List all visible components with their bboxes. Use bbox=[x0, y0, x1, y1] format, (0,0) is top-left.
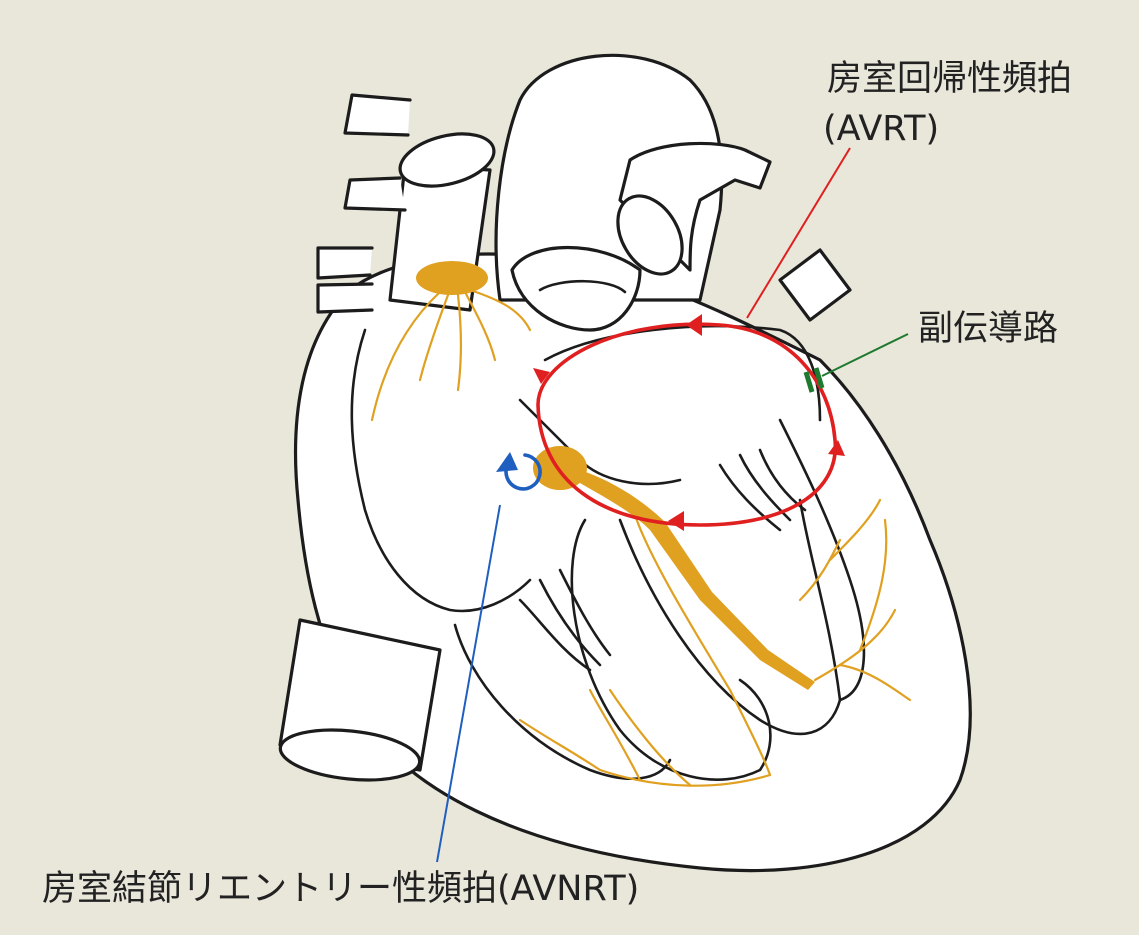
purkinje-fibres-right bbox=[518, 688, 772, 787]
interventricular-septum bbox=[618, 498, 842, 736]
avnrt-arrow bbox=[496, 452, 518, 472]
bundle-of-his bbox=[575, 470, 815, 690]
avrt-circuit bbox=[533, 147, 851, 531]
accessory-pathway-mark-a bbox=[803, 371, 815, 393]
conduction-system bbox=[370, 261, 912, 787]
right-atrium-wall bbox=[350, 328, 532, 613]
accessory-pathway-label: 副伝導路 bbox=[918, 309, 1058, 349]
accessory-pathway-leader-line bbox=[821, 333, 909, 377]
aortic-valve bbox=[510, 246, 642, 332]
avrt-label-line1: 房室回帰性頻拍 bbox=[827, 59, 1072, 99]
pulmonary-vein-lower bbox=[316, 246, 374, 280]
avnrt-leader-line bbox=[436, 504, 501, 863]
avnrt-circuit bbox=[436, 452, 542, 863]
pulmonary-vein-lower-2 bbox=[316, 282, 374, 314]
pulmonary-vein-upper-2 bbox=[343, 93, 412, 137]
avrt-reentry-loop bbox=[536, 322, 838, 527]
right-bundle-branch bbox=[633, 513, 772, 777]
sinoatrial-node bbox=[416, 261, 488, 295]
left-ventricle-cavity bbox=[778, 418, 866, 702]
avnrt-label: 房室結節リエントリー性頻拍(AVNRT) bbox=[42, 869, 639, 909]
avrt-arrow-left bbox=[533, 368, 550, 384]
accessory-pathway-mark-b bbox=[813, 367, 825, 389]
avnrt-reentry-loop bbox=[504, 453, 542, 491]
avrt-leader-line bbox=[746, 147, 851, 319]
chamber-walls bbox=[350, 324, 866, 781]
tricuspid-cords bbox=[518, 568, 612, 672]
superior-vena-cava-opening bbox=[398, 132, 496, 188]
sa-node-fibres bbox=[370, 288, 532, 422]
heart-anatomy bbox=[278, 53, 972, 873]
left-pulmonary-vein bbox=[778, 248, 852, 322]
accessory-pathway bbox=[803, 333, 909, 393]
avrt-label-line2: (AVRT) bbox=[823, 109, 939, 149]
avrt-arrow-right bbox=[828, 440, 845, 456]
right-ventricle-wall bbox=[453, 623, 672, 781]
atrioventricular-node bbox=[533, 446, 587, 490]
avrt-arrow-bottom bbox=[668, 511, 684, 531]
pulmonary-artery bbox=[618, 141, 772, 272]
mitral-cords bbox=[718, 448, 807, 532]
pulmonary-vein-upper bbox=[343, 176, 407, 212]
pulmonary-artery-opening bbox=[616, 194, 684, 276]
purkinje-fibres-left bbox=[798, 498, 912, 702]
avrt-arrow-top bbox=[686, 314, 702, 336]
aortic-valve-seam bbox=[538, 279, 627, 294]
inferior-vena-cava-opening bbox=[278, 728, 422, 782]
